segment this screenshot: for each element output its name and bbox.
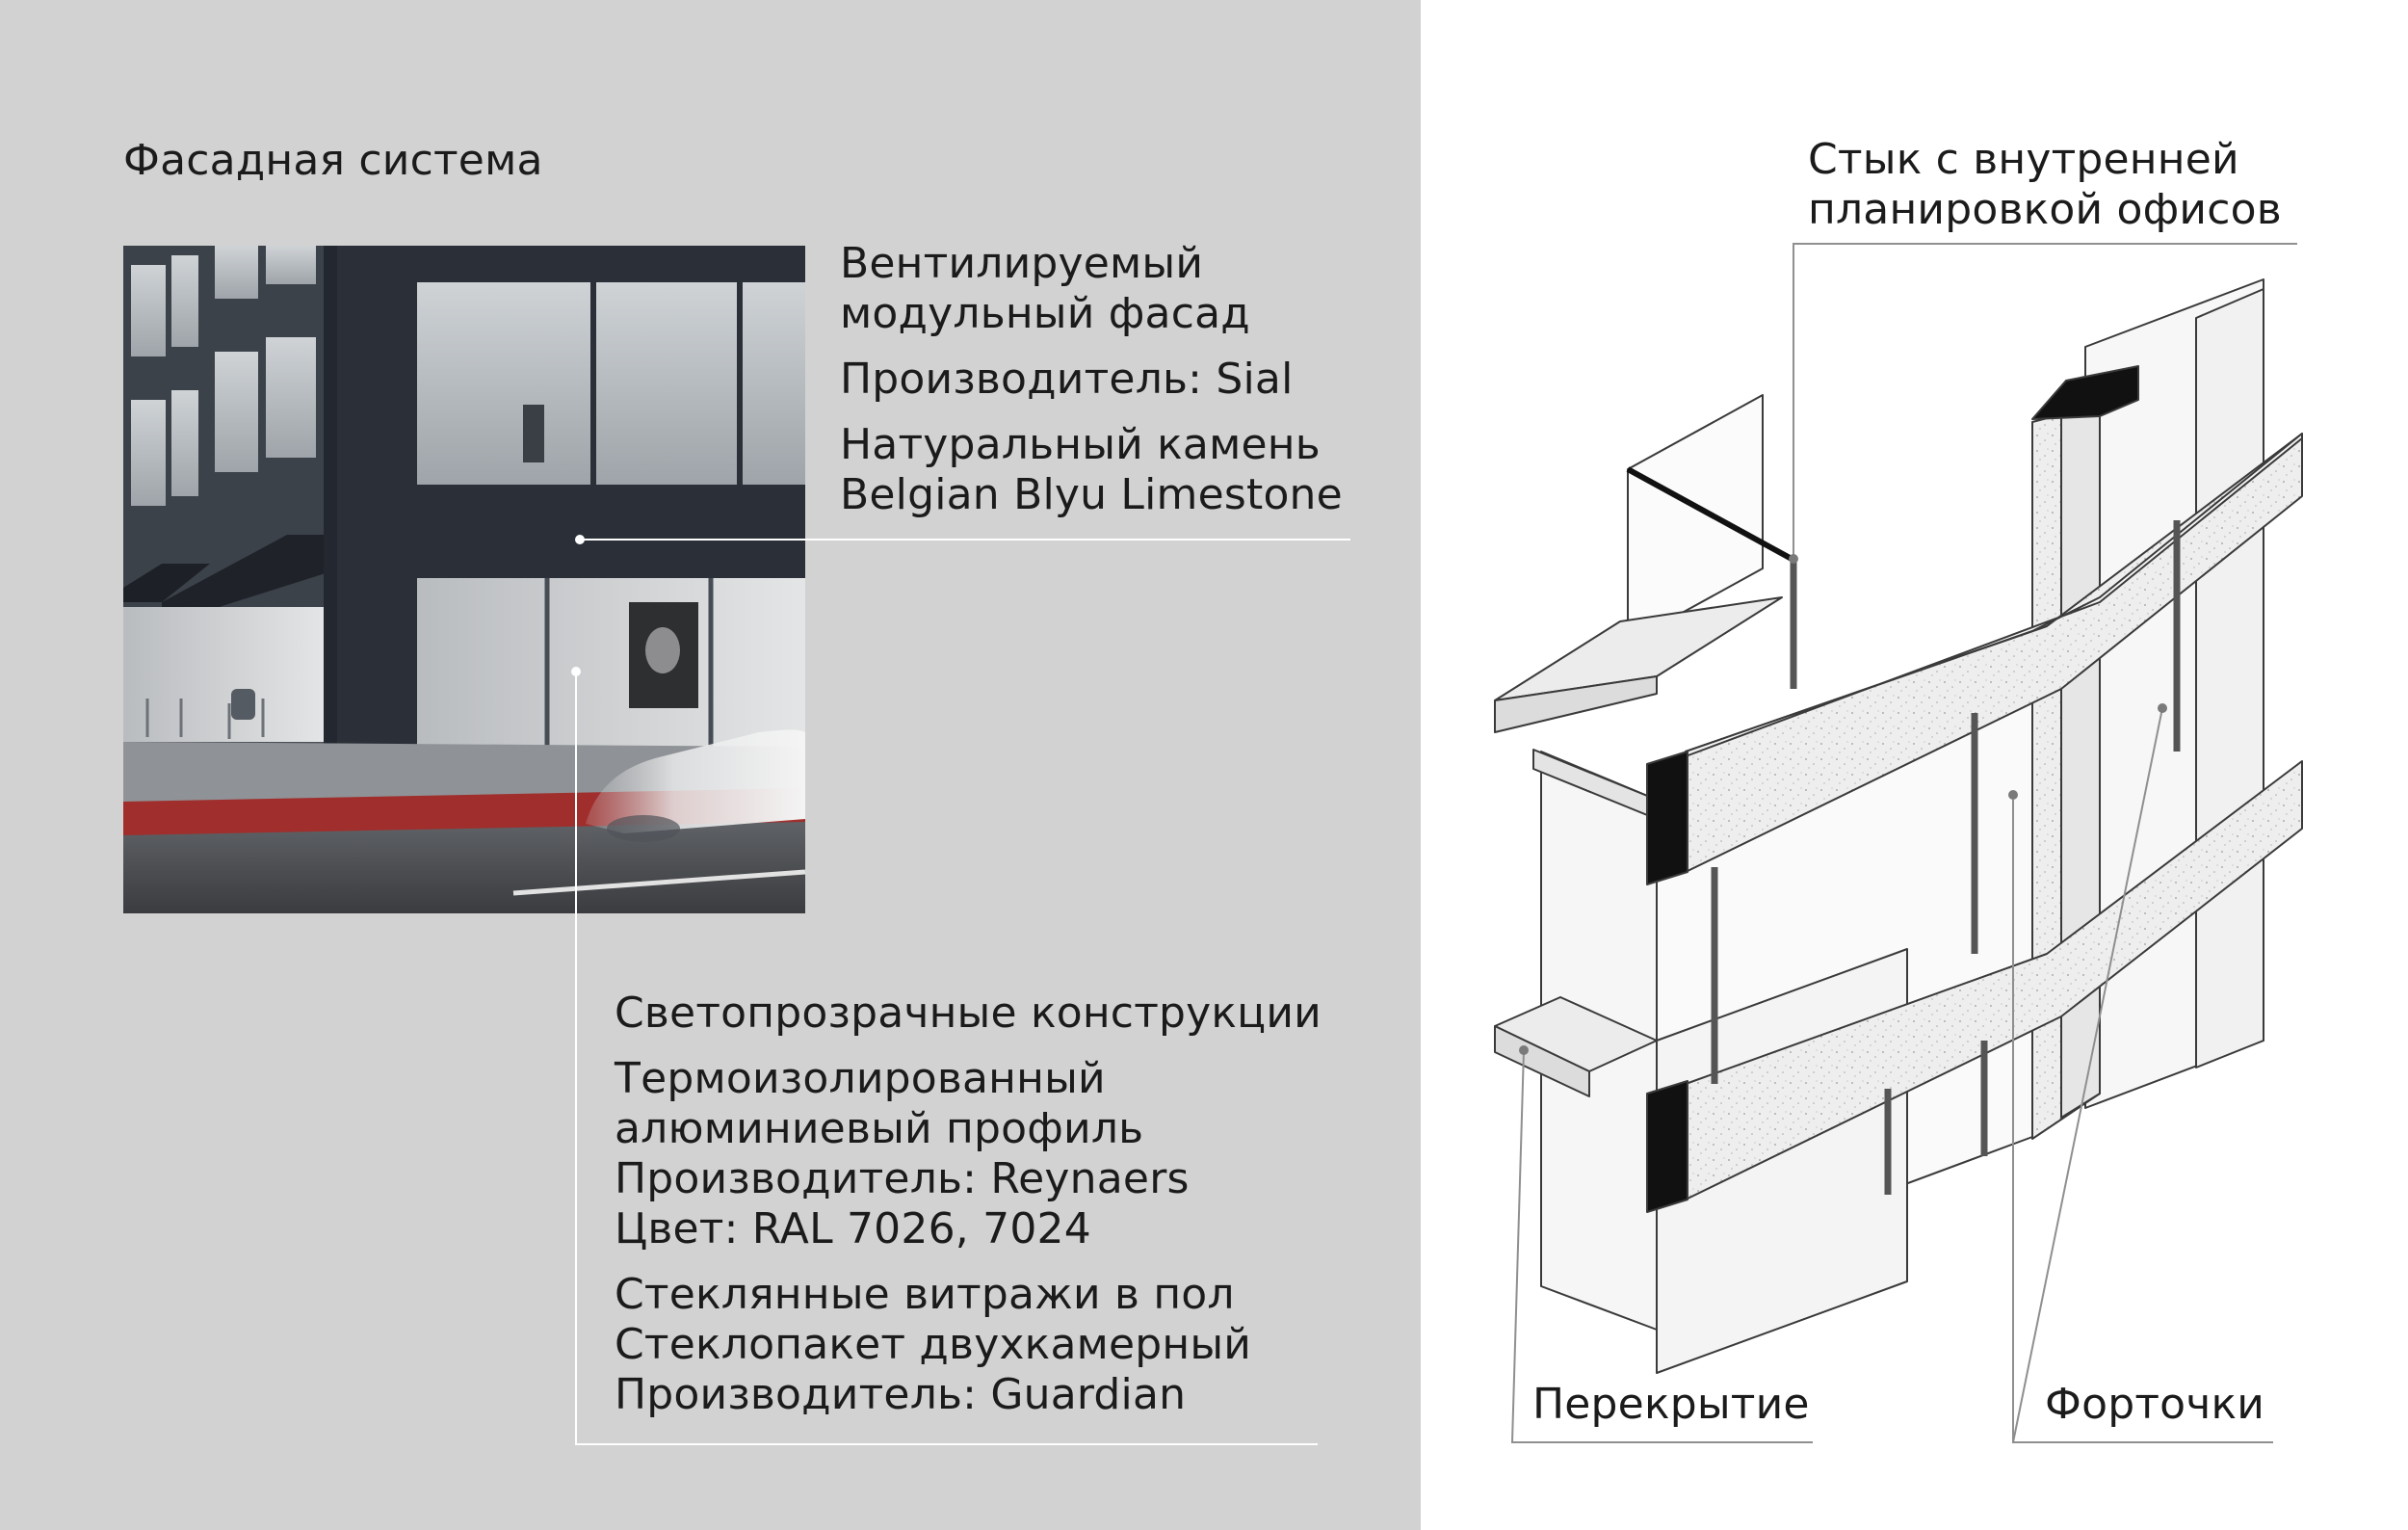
facade-line: модульный фасад [840,289,1250,338]
vents-label: Форточки [2045,1380,2265,1429]
joint-label: Стык с внутренней [1808,135,2239,184]
slab-label: Перекрытие [1532,1380,1810,1429]
stone-band-top [1685,433,2303,757]
facade-line: Belgian Blyu Limestone [840,470,1343,519]
vents-leader-secondary [2012,707,2163,1443]
joint-leader [1793,243,2297,559]
awning [123,564,210,602]
glazing-panel [2195,288,2264,1068]
cafe-furniture [145,699,265,739]
glazing-panel [1627,394,1764,644]
left-tower-windows [131,246,316,506]
awning [162,535,326,610]
facade-line: Вентилируемый [840,239,1204,288]
facade-line: Натуральный камень [840,420,1321,469]
floor-slab-edge [1494,675,1658,733]
section-title: Фасадная система [123,136,543,185]
floor-slab-edge [1494,1025,1590,1097]
dark-fascia [1646,751,1688,885]
joint-block [2031,365,2139,420]
joint-label: планировкой офисов [1808,185,2282,234]
slab-leader [1510,1049,1813,1443]
dark-fascia [1646,1080,1688,1213]
building-photo [123,246,805,913]
facade-line: Производитель: Sial [840,355,1294,404]
